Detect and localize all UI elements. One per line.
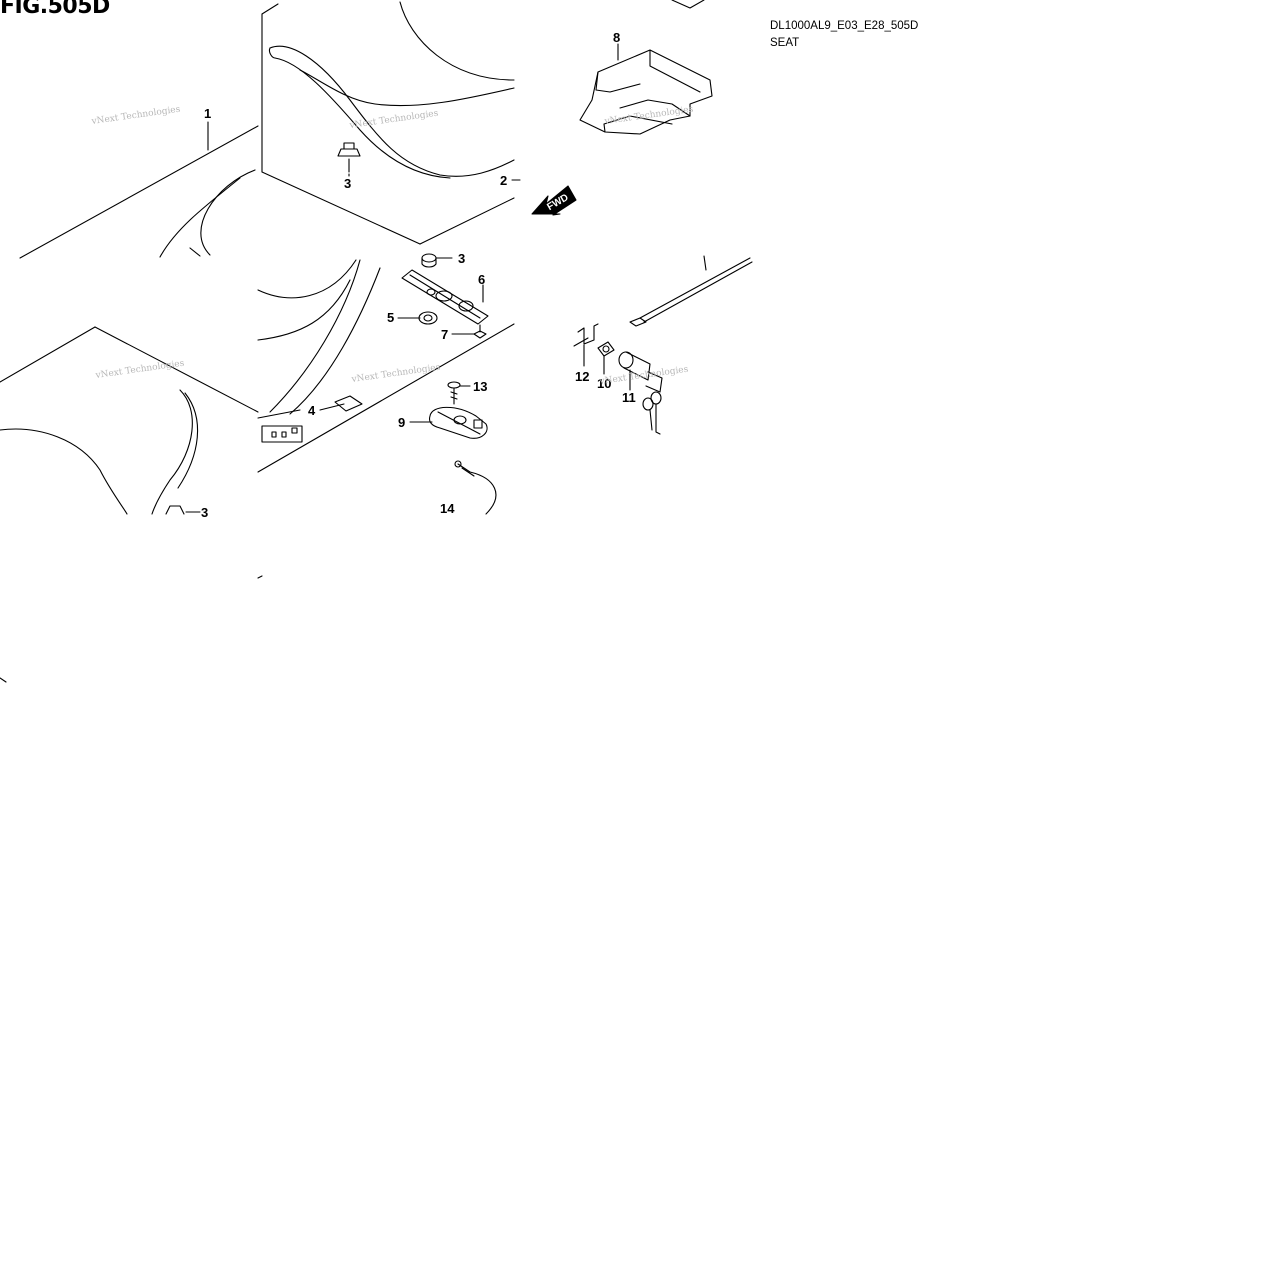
seat-lock-cable-drawing [629, 255, 753, 327]
part-3-grommet-drawing [421, 253, 437, 268]
seat-2-lower-drawing [257, 259, 515, 473]
watermark-2: vNext Technologies [348, 109, 439, 132]
watermark-1: vNext Technologies [90, 105, 181, 128]
part-7-bolt-drawing [473, 324, 487, 339]
part-11-key-cylinder-drawing [618, 351, 663, 435]
callout-numbers: 1 2 3 3 3 4 5 6 7 8 9 10 11 12 13 14 [201, 30, 636, 520]
figure-title: FIG.505D [0, 0, 110, 19]
callout-6: 6 [478, 272, 485, 287]
callout-11: 11 [622, 390, 636, 405]
part-12-clip-drawing [573, 323, 599, 347]
watermark-6: vNext Technologies [598, 365, 689, 388]
callout-3-top: 3 [344, 176, 351, 191]
part-8-cover-drawing [579, 0, 713, 135]
callout-4: 4 [308, 403, 316, 418]
part-10-plate-drawing [597, 341, 615, 357]
fwd-arrow [531, 185, 577, 216]
callout-14: 14 [440, 501, 455, 516]
callout-7: 7 [441, 327, 448, 342]
callout-9: 9 [398, 415, 405, 430]
part-6-plate-drawing [401, 269, 489, 325]
seat-1-lower-drawing [0, 326, 263, 683]
part-13-screw-drawing [447, 381, 461, 405]
callout-12: 12 [575, 369, 589, 384]
leader-lines [207, 43, 631, 423]
callout-2: 2 [500, 173, 507, 188]
callout-5: 5 [387, 310, 394, 325]
figure-name: SEAT [770, 37, 800, 49]
part-5-damper-drawing [418, 311, 438, 325]
callout-8: 8 [613, 30, 620, 45]
figure-code: DL1000AL9_E03_E28_505D [770, 20, 919, 32]
watermark-5: vNext Technologies [350, 363, 441, 386]
part-14-cable-drawing [454, 460, 497, 515]
watermark-4: vNext Technologies [94, 359, 185, 382]
part-9-seat-lock-drawing [428, 406, 488, 439]
callout-1: 1 [204, 106, 211, 121]
callout-10: 10 [597, 376, 611, 391]
callout-3-center: 3 [458, 251, 465, 266]
callout-13: 13 [473, 379, 487, 394]
callout-3-lower: 3 [201, 505, 208, 520]
watermark-3: vNext Technologies [603, 105, 694, 128]
seat-2-drawing [261, 1, 515, 245]
seat-1-drawing [19, 125, 259, 259]
